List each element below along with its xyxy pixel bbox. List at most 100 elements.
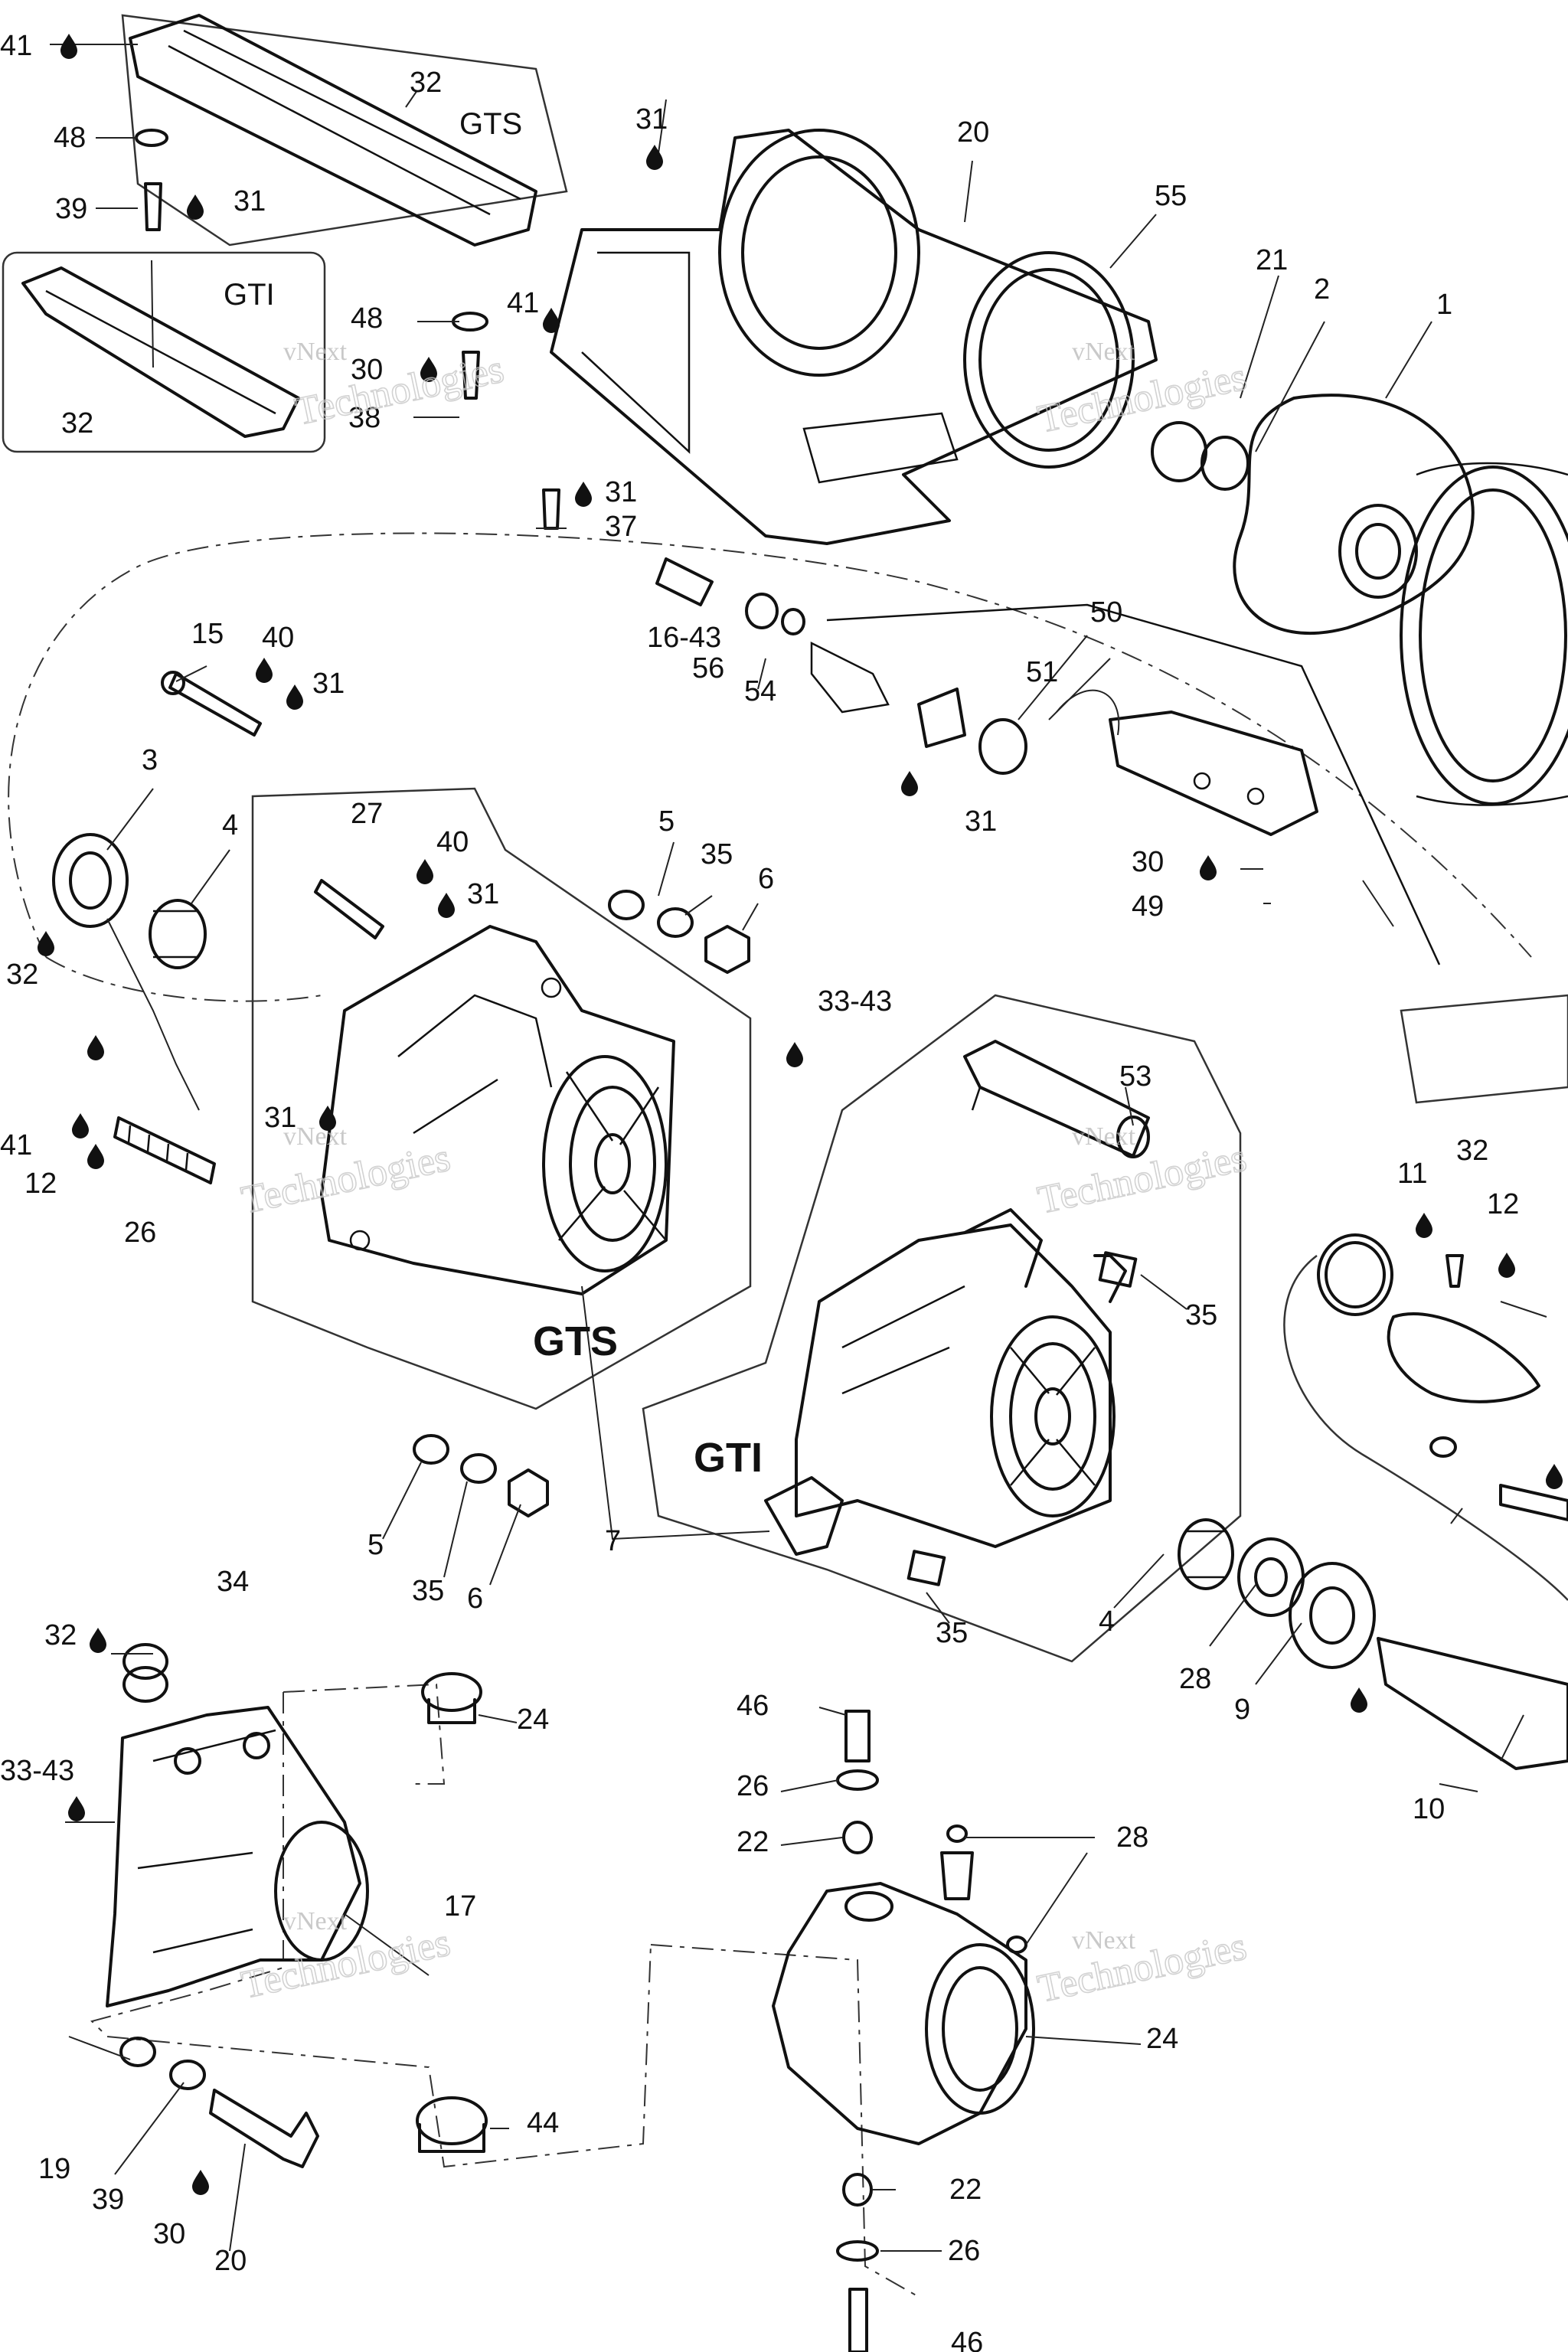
oil-drop-icon — [646, 145, 663, 170]
callout-38: 38 — [348, 402, 381, 434]
callout-28: 28 — [1179, 1663, 1211, 1695]
callout-31: 31 — [264, 1102, 296, 1134]
oil-drop-icon — [1498, 1253, 1515, 1278]
callout-41: 40 — [262, 622, 294, 654]
oil-drop-icon — [543, 308, 560, 333]
oil-drop-icon — [87, 1144, 104, 1169]
oil-drop-icon — [90, 1628, 106, 1653]
label-gts-top: GTS — [459, 107, 522, 141]
oil-drop-icon — [1546, 1464, 1563, 1489]
callout-32: 32 — [61, 407, 93, 439]
callout-21: 21 — [1256, 244, 1288, 276]
callout-19: 19 — [38, 2153, 70, 2185]
callout-16: 12 — [24, 1168, 57, 1200]
callout-50: 53 — [1119, 1060, 1152, 1093]
callout-31: 31 — [635, 103, 668, 136]
oil-drop-icon — [38, 931, 54, 956]
callout-35: 34 — [217, 1566, 249, 1598]
label-gti-main: GTI — [694, 1435, 763, 1481]
callout-5: 5 — [368, 1529, 384, 1561]
watermark-vnext: vNext — [283, 1907, 348, 1936]
callout-34: 35 — [936, 1617, 968, 1649]
ride-plate — [542, 129, 1158, 545]
callout-23: 24 — [517, 1704, 549, 1736]
callout-45: 46 — [737, 1690, 769, 1722]
callout-48: 51 — [1026, 656, 1058, 688]
oil-drop-icon — [256, 658, 273, 683]
watermark-technologies: Technologies — [1034, 1924, 1250, 2011]
callout-31: 31 — [312, 668, 345, 700]
callout-22: 22 — [949, 2174, 982, 2206]
callout-42: 44 — [527, 2107, 559, 2139]
callout-15: 15 — [191, 618, 224, 650]
oil-drop-icon — [901, 771, 918, 796]
callout-24: 24 — [1146, 2023, 1178, 2055]
gti-pump-housing — [764, 1208, 1127, 1556]
model-labels: GTS GTI GTS GTI — [224, 107, 763, 1481]
callout-27: 27 — [351, 798, 383, 830]
callout-26: 26 — [737, 1770, 769, 1802]
watermark-vnext: vNext — [1072, 338, 1136, 366]
oil-drop-icon — [68, 1796, 85, 1821]
steering-nozzle — [772, 1710, 1035, 2352]
callout-30: 30 — [1132, 846, 1164, 878]
callout-45: 46 — [951, 2327, 983, 2352]
oil-drop-icon — [438, 893, 455, 918]
callout-33-43: 33-43 — [0, 1755, 74, 1787]
callout-30: 30 — [351, 354, 383, 386]
callout-33: 32 — [44, 1619, 77, 1651]
oil-drop-icon — [72, 1113, 89, 1138]
watermark-technologies: Technologies — [1034, 1135, 1250, 1222]
callout-33: 32 — [1456, 1135, 1488, 1167]
callout-3: 3 — [142, 744, 158, 776]
watermarks: vNext Technologies vNext Technologies vN… — [237, 338, 1251, 2012]
callout-34: 35 — [1185, 1299, 1217, 1331]
callout-54: 56 — [692, 652, 724, 684]
gts-pump-housing — [320, 925, 675, 1295]
callout-18: 20 — [957, 116, 989, 149]
steering-cable-assembly — [655, 557, 1441, 965]
oil-drop-icon — [1416, 1213, 1432, 1238]
oil-drop-icon — [416, 859, 433, 884]
callout-labels: 41 32 48 39 31 31 20 55 21 2 1 48 41 30 … — [0, 30, 1519, 2352]
callout-5: 5 — [658, 805, 675, 838]
callout-41: 40 — [436, 826, 469, 858]
callout-20: 20 — [214, 2245, 247, 2277]
watermark-technologies: Technologies — [1034, 354, 1250, 441]
callout-4: 4 — [222, 809, 238, 841]
callout-47: 50 — [1090, 596, 1122, 629]
label-gti-top: GTI — [224, 278, 275, 312]
callout-49: 49 — [1132, 890, 1164, 923]
oil-drop-icon — [575, 482, 592, 507]
callout-46: 48 — [54, 122, 86, 154]
callout-12: 12 — [1487, 1188, 1519, 1220]
callout-36: 35 — [701, 838, 733, 871]
callout-40: 39 — [92, 2184, 124, 2216]
callout-17: 17 — [444, 1890, 476, 1922]
callout-4: 4 — [1099, 1606, 1115, 1638]
callout-6: 6 — [758, 863, 774, 895]
group-outlines — [2, 14, 1568, 2298]
callout-7: 7 — [605, 1525, 621, 1557]
callout-56: 16-43 — [647, 622, 721, 654]
callout-53: 54 — [744, 675, 776, 707]
watermark-vnext: vNext — [1072, 1926, 1136, 1955]
callout-11: 11 — [1397, 1158, 1427, 1190]
oil-drop-icon — [192, 2170, 209, 2195]
callout-31: 31 — [605, 476, 637, 508]
callout-31: 31 — [234, 185, 266, 217]
oil-drop-icon — [1351, 1687, 1367, 1713]
callout-10: 10 — [1413, 1793, 1445, 1825]
callout-37: 37 — [605, 511, 637, 543]
impeller-assembly — [1151, 394, 1568, 806]
leader-lines — [50, 44, 1547, 2252]
callout-31: 31 — [965, 805, 997, 838]
drive-shaft-seal-bearing — [52, 671, 384, 1184]
venturi-assembly — [106, 1643, 488, 2168]
callout-1: 1 — [1436, 289, 1452, 321]
gti-water-hose — [963, 1040, 1150, 1158]
callout-2: 2 — [1314, 273, 1330, 305]
oil-drop-icon — [1200, 855, 1217, 880]
oil-drop-icon — [786, 1042, 803, 1067]
